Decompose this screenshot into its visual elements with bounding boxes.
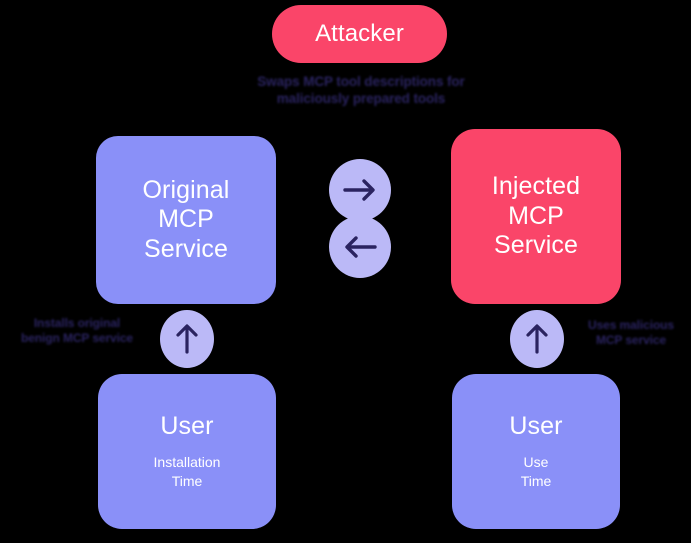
arrow-up-icon xyxy=(524,322,550,356)
arrow-up-right-badge xyxy=(510,310,564,368)
node-original-mcp-service: Original MCP Service xyxy=(96,136,276,304)
node-user-use-time: User Use Time xyxy=(452,374,620,529)
arrow-up-icon xyxy=(174,322,200,356)
node-user-installation-time: User Installation Time xyxy=(98,374,276,529)
arrow-right-badge xyxy=(329,159,391,221)
caption-attacker-action: Swaps MCP tool descriptions for maliciou… xyxy=(257,74,465,106)
arrow-right-icon xyxy=(341,177,379,203)
node-user-use-sublabel: Use Time xyxy=(520,454,552,490)
arrow-up-left-badge xyxy=(160,310,214,368)
arrow-left-badge xyxy=(329,216,391,278)
node-original-mcp-service-label: Original MCP Service xyxy=(142,175,230,263)
node-attacker-label: Attacker xyxy=(315,19,404,47)
node-injected-mcp-service-label: Injected MCP Service xyxy=(491,172,581,260)
node-user-installation-sublabel: Installation Time xyxy=(153,454,221,490)
caption-use-action: Uses malicious MCP service xyxy=(588,318,674,347)
node-attacker: Attacker xyxy=(272,5,447,63)
node-injected-mcp-service: Injected MCP Service xyxy=(451,129,621,304)
node-user-installation-label: User xyxy=(160,411,214,440)
arrow-left-icon xyxy=(341,234,379,260)
node-user-use-label: User xyxy=(509,411,563,440)
caption-install-action: Installs original benign MCP service xyxy=(20,316,134,345)
